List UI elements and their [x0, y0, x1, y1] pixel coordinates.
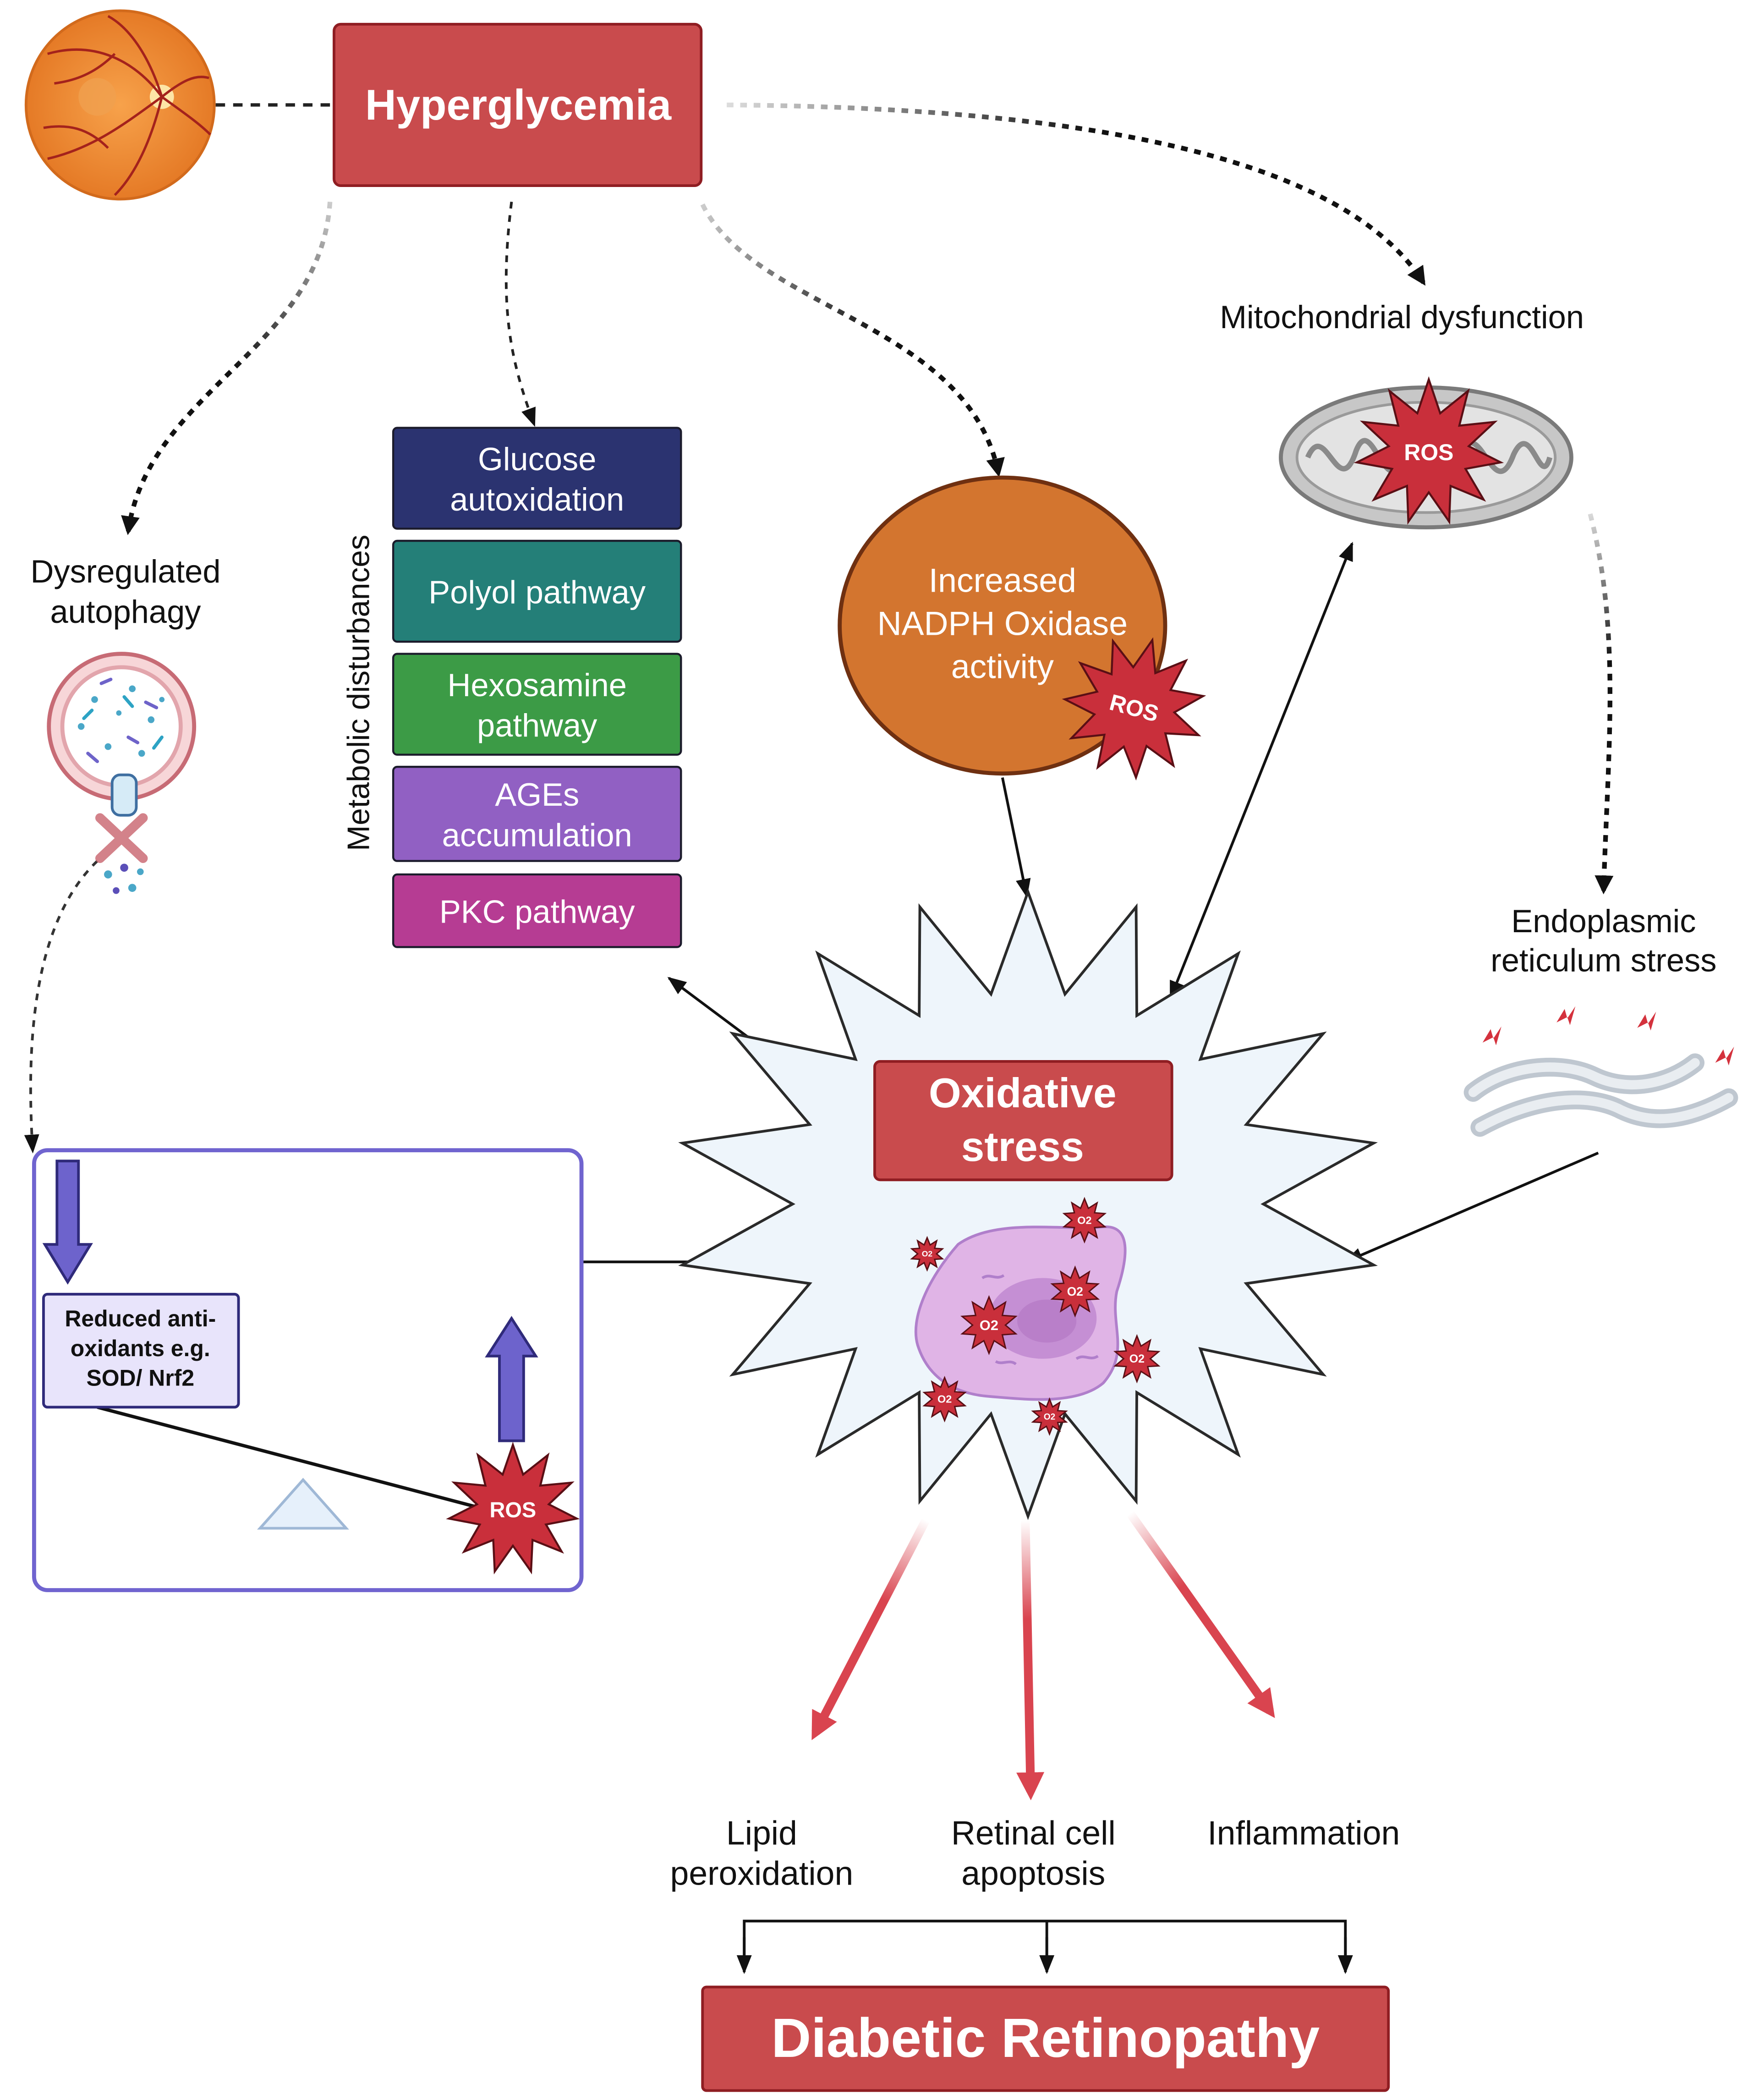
arrow-to-mitochondria — [727, 102, 1426, 286]
glucose-autoxidation-label-1: Glucose — [478, 441, 596, 477]
arrow-to-metabolic — [504, 201, 536, 427]
superoxide-burst: O2 — [1050, 1265, 1100, 1318]
diabetic-retinopathy-label: Diabetic Retinopathy — [771, 2007, 1320, 2069]
superoxide-label: O2 — [1044, 1412, 1055, 1422]
er-stress-lightning-icons — [1482, 1006, 1734, 1066]
superoxide-burst-shape — [1062, 1197, 1107, 1244]
hyperglycemia-label: Hyperglycemia — [365, 81, 672, 129]
superoxide-burst-shape — [1113, 1334, 1161, 1384]
superoxide-label: O2 — [937, 1393, 952, 1405]
superoxide-burst: O2 — [922, 1375, 967, 1423]
ros-burst-mitochondria: ROS — [1353, 376, 1504, 525]
superoxide-label: O2 — [1077, 1214, 1091, 1226]
ages-accumulation-label-1: AGEs — [495, 776, 579, 813]
oxidative-stress-box: Oxidative stress — [873, 1060, 1173, 1182]
metabolic-side-label: Metabolic disturbances — [341, 534, 376, 851]
superoxide-burst: O2 — [1031, 1397, 1068, 1436]
ages-accumulation-box — [392, 765, 682, 862]
arrow-to-autophagy — [121, 201, 333, 535]
outcome-arrows — [811, 1511, 1275, 1801]
arrow-to-er-stress — [1588, 513, 1614, 895]
ros-burst-nadph: ROS — [1062, 637, 1206, 781]
red-arrow-apoptosis — [1016, 1520, 1045, 1801]
antioxidant-balance-panel: Reduced anti- oxidants e.g. SOD/ Nrf2 — [32, 1148, 584, 1592]
balance-beam — [97, 1405, 512, 1518]
superoxide-burst: O2 — [1113, 1334, 1161, 1384]
polyol-pathway-label-1: Polyol pathway — [428, 574, 646, 610]
endoplasmic-reticulum-illustration — [1463, 1053, 1738, 1137]
arrow-nadph-to-oxidative — [1001, 777, 1031, 898]
nadph-line-2: NADPH Oxidase — [877, 605, 1128, 642]
pkc-pathway-label-1: PKC pathway — [439, 894, 636, 930]
ages-accumulation-label-2: accumulation — [442, 817, 632, 853]
superoxide-label: O2 — [980, 1317, 998, 1333]
oxidative-line-1: Oxidative — [929, 1070, 1117, 1116]
ros-burst-balance: ROS — [446, 1441, 580, 1575]
outcome-apoptosis-line-1: Retinal cell — [951, 1814, 1116, 1852]
pkc-pathway-box — [392, 873, 682, 948]
ros-burst-nadph-shape — [1062, 637, 1206, 781]
outcome-lipid-line-2: peroxidation — [670, 1854, 854, 1892]
oxidative-line-2: stress — [961, 1124, 1084, 1170]
outcome-inflammation: Inflammation — [1207, 1814, 1400, 1852]
mitochondrial-dysfunction-label: Mitochondrial dysfunction — [1220, 299, 1584, 335]
superoxide-burst-shape — [1050, 1265, 1100, 1318]
arrow-oxidative-mitochondria — [1169, 542, 1353, 1000]
ros-burst-mitochondria-shape — [1353, 376, 1504, 525]
ros-burst-mitochondria-label: ROS — [1404, 440, 1453, 465]
glucose-autoxidation-box — [392, 427, 682, 530]
diabetic-retinopathy-box: Diabetic Retinopathy — [701, 1985, 1390, 2092]
antioxidant-line-2: oxidants e.g. — [71, 1336, 210, 1361]
autophagy-line-1: Dysregulated — [30, 553, 220, 589]
connectors — [24, 102, 1614, 1974]
ros-burst-balance-label: ROS — [489, 1497, 536, 1522]
autophagosome-illustration — [47, 652, 197, 894]
polyol-pathway-box — [392, 539, 682, 643]
autophagy-line-2: autophagy — [50, 594, 201, 630]
down-arrow-icon — [42, 1160, 93, 1285]
hexosamine-pathway-label-1: Hexosamine — [447, 667, 627, 703]
superoxide-burst-shape — [922, 1375, 967, 1423]
superoxide-label: O2 — [1067, 1285, 1083, 1298]
bracket-to-result — [743, 1919, 1347, 1967]
superoxide-label: O2 — [922, 1249, 933, 1259]
hyperglycemia-box: Hyperglycemia — [333, 22, 703, 187]
arrow-er-to-oxidative — [1343, 1151, 1599, 1264]
er-stress-line-1: Endoplasmic — [1511, 903, 1696, 939]
antioxidant-line-1: Reduced anti- — [65, 1306, 216, 1331]
superoxide-burst: O2 — [960, 1295, 1018, 1355]
er-stress-line-2: reticulum stress — [1490, 942, 1716, 978]
red-arrow-lipid — [811, 1518, 930, 1740]
superoxide-label: O2 — [1129, 1352, 1145, 1365]
ros-burst-balance-shape — [446, 1441, 580, 1575]
outcome-lipid-line-1: Lipid — [726, 1814, 797, 1852]
fulcrum-triangle — [257, 1478, 349, 1530]
antioxidant-line-3: SOD/ Nrf2 — [86, 1365, 194, 1391]
superoxide-burst-shape — [910, 1236, 944, 1272]
oxidative-stress-starburst — [678, 888, 1378, 1520]
superoxide-burst: O2 — [910, 1236, 944, 1272]
hexosamine-pathway-box — [392, 653, 682, 756]
hexosamine-pathway-label-2: pathway — [477, 707, 597, 743]
superoxide-burst-shape — [960, 1295, 1018, 1355]
superoxide-burst: O2 — [1062, 1197, 1107, 1244]
red-arrow-inflammation — [1126, 1511, 1275, 1718]
retina-illustration — [24, 9, 216, 201]
nadph-line-1: Increased — [929, 562, 1076, 599]
arrow-autophagy-to-balance — [24, 860, 99, 1154]
antioxidant-label-box — [42, 1292, 240, 1409]
outcome-apoptosis-line-2: apoptosis — [961, 1854, 1105, 1892]
superoxide-burst-shape — [1031, 1397, 1068, 1436]
glucose-autoxidation-label-2: autoxidation — [450, 481, 624, 517]
arrow-to-nadph — [700, 203, 1005, 478]
up-arrow-icon — [485, 1316, 538, 1442]
nadph-line-3: activity — [951, 648, 1054, 685]
